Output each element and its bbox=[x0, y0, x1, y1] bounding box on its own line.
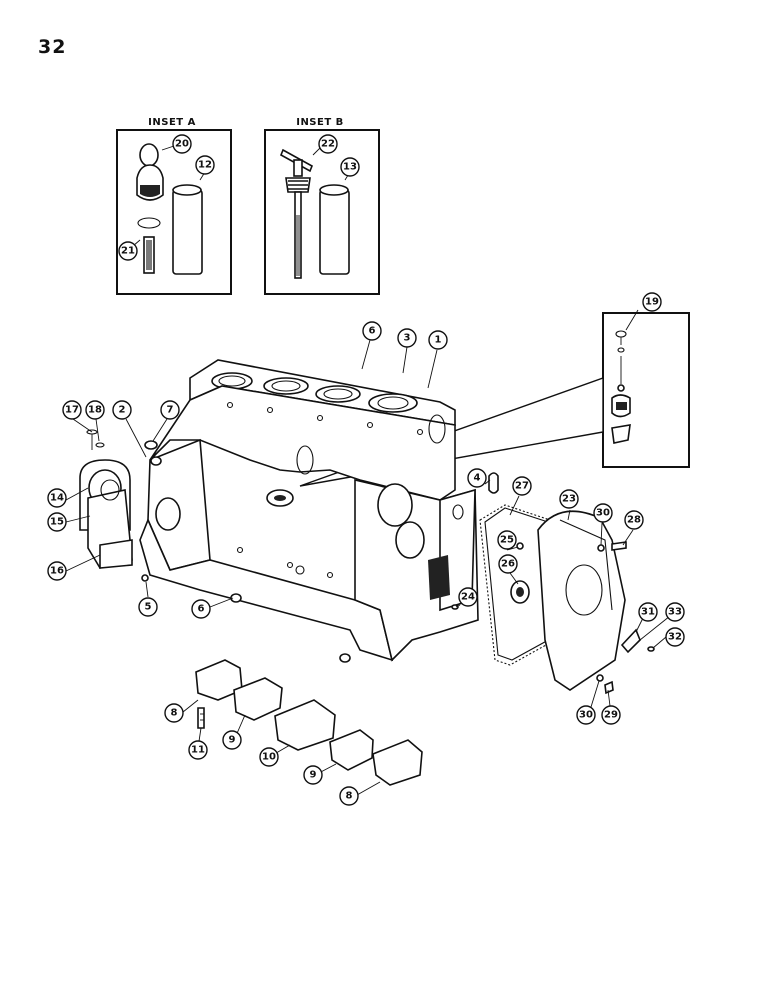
callout-6-top: 6 bbox=[362, 321, 382, 341]
callout-27: 27 bbox=[512, 476, 532, 496]
front-cover-parts bbox=[451, 472, 655, 695]
callout-5: 5 bbox=[138, 597, 158, 617]
svg-text:4: 4 bbox=[474, 473, 481, 484]
callout-24: 24 bbox=[458, 587, 478, 607]
callout-9-left: 9 bbox=[222, 730, 242, 750]
callout-14: 14 bbox=[47, 488, 67, 508]
callout-10: 10 bbox=[259, 747, 279, 767]
callout-8-right: 8 bbox=[339, 786, 359, 806]
svg-text:1: 1 bbox=[435, 335, 442, 346]
callout-16: 16 bbox=[47, 561, 67, 581]
svg-text:31: 31 bbox=[641, 607, 655, 618]
inset-a-title: INSET A bbox=[148, 117, 196, 128]
callout-13: 13 bbox=[340, 157, 360, 177]
engine-block bbox=[139, 359, 479, 662]
callout-26: 26 bbox=[498, 554, 518, 574]
svg-text:6: 6 bbox=[198, 604, 205, 615]
svg-text:21: 21 bbox=[121, 246, 135, 257]
bearing-caps bbox=[141, 574, 423, 786]
callout-33: 33 bbox=[665, 602, 685, 622]
callout-3: 3 bbox=[397, 328, 417, 348]
svg-text:20: 20 bbox=[175, 139, 189, 150]
svg-text:33: 33 bbox=[668, 607, 682, 618]
svg-text:7: 7 bbox=[167, 405, 174, 416]
callout-18: 18 bbox=[85, 400, 105, 420]
svg-text:19: 19 bbox=[645, 297, 659, 308]
svg-text:24: 24 bbox=[461, 592, 475, 603]
svg-text:30: 30 bbox=[579, 710, 593, 721]
callout-12: 12 bbox=[195, 155, 215, 175]
callout-30-top: 30 bbox=[593, 503, 613, 523]
svg-text:30: 30 bbox=[596, 508, 610, 519]
svg-text:27: 27 bbox=[515, 481, 529, 492]
svg-text:15: 15 bbox=[50, 517, 64, 528]
callout-8-left: 8 bbox=[164, 703, 184, 723]
callout-9-right: 9 bbox=[303, 765, 323, 785]
svg-text:17: 17 bbox=[65, 405, 79, 416]
callout-7: 7 bbox=[160, 400, 180, 420]
callout-30-bottom: 30 bbox=[576, 705, 596, 725]
callout-15: 15 bbox=[47, 512, 67, 532]
callouts: 1 2 3 4 5 6 6 7 8 8 9 9 10 11 12 13 14 1… bbox=[47, 134, 685, 806]
svg-text:23: 23 bbox=[562, 494, 576, 505]
svg-text:25: 25 bbox=[500, 535, 514, 546]
svg-text:29: 29 bbox=[604, 710, 618, 721]
svg-text:10: 10 bbox=[262, 752, 276, 763]
tube-13 bbox=[319, 189, 350, 275]
rear-seal-parts bbox=[79, 429, 162, 569]
callout-32: 32 bbox=[665, 627, 685, 647]
callout-28: 28 bbox=[624, 510, 644, 530]
callout-1: 1 bbox=[428, 330, 448, 350]
callout-25: 25 bbox=[497, 530, 517, 550]
callout-22: 22 bbox=[318, 134, 338, 154]
svg-text:12: 12 bbox=[198, 160, 212, 171]
inset-a: INSET A bbox=[116, 117, 232, 295]
svg-text:11: 11 bbox=[191, 745, 205, 756]
svg-text:3: 3 bbox=[404, 333, 411, 344]
svg-text:26: 26 bbox=[501, 559, 515, 570]
svg-text:13: 13 bbox=[343, 162, 357, 173]
callout-2: 2 bbox=[112, 400, 132, 420]
svg-text:22: 22 bbox=[321, 139, 335, 150]
callout-23: 23 bbox=[559, 489, 579, 509]
svg-text:8: 8 bbox=[346, 791, 353, 802]
svg-text:5: 5 bbox=[145, 602, 152, 613]
callout-29: 29 bbox=[601, 705, 621, 725]
callout-11: 11 bbox=[188, 740, 208, 760]
svg-text:16: 16 bbox=[50, 566, 64, 577]
callout-31: 31 bbox=[638, 602, 658, 622]
callout-4: 4 bbox=[467, 468, 487, 488]
svg-text:18: 18 bbox=[88, 405, 102, 416]
inset-b: INSET B bbox=[264, 117, 380, 295]
svg-text:9: 9 bbox=[310, 770, 317, 781]
callout-19: 19 bbox=[642, 292, 662, 312]
svg-text:28: 28 bbox=[627, 515, 641, 526]
svg-text:32: 32 bbox=[668, 632, 682, 643]
svg-text:6: 6 bbox=[369, 326, 376, 337]
svg-text:2: 2 bbox=[119, 405, 126, 416]
tube-12 bbox=[172, 189, 203, 275]
inset-b-title: INSET B bbox=[296, 117, 344, 128]
page-number: 32 bbox=[38, 36, 67, 58]
svg-text:8: 8 bbox=[171, 708, 178, 719]
svg-text:9: 9 bbox=[229, 735, 236, 746]
callout-20: 20 bbox=[172, 134, 192, 154]
callout-21: 21 bbox=[118, 241, 138, 261]
dipstick-ring bbox=[139, 143, 159, 167]
callout-6-bottom: 6 bbox=[191, 599, 211, 619]
svg-text:14: 14 bbox=[50, 493, 64, 504]
o-ring bbox=[137, 217, 161, 229]
callout-17: 17 bbox=[62, 400, 82, 420]
